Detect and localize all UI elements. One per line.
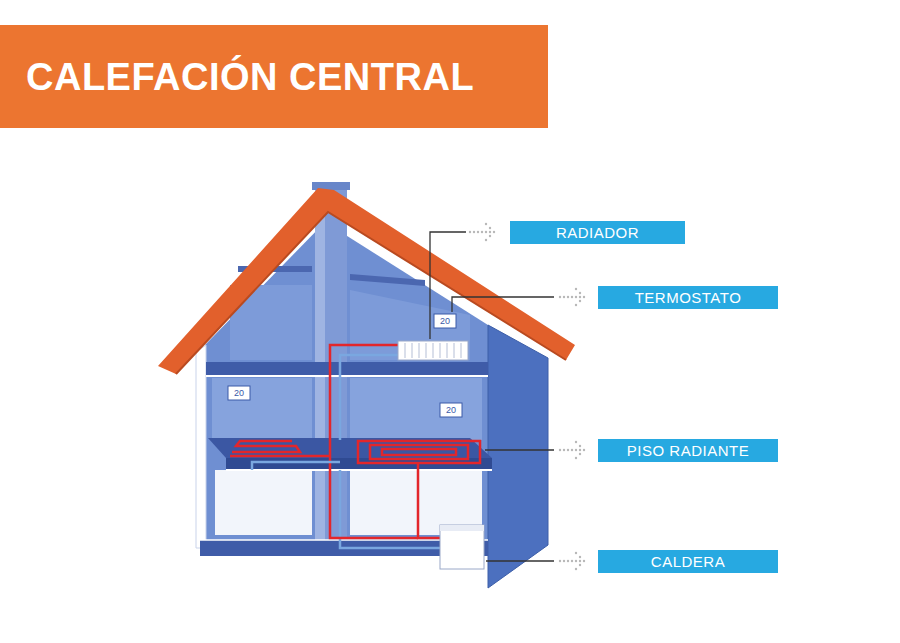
thermostat-reading: 20 (228, 386, 250, 400)
label-box: PISO RADIANTE (598, 439, 778, 462)
title: CALEFACIÓN CENTRAL (26, 55, 474, 98)
label-box: CALDERA (598, 550, 778, 573)
thermostat-reading: 20 (434, 314, 456, 328)
part-name: PISO RADIANTE (627, 442, 749, 459)
label-box: RADIADOR (510, 221, 685, 244)
title-banner: CALEFACIÓN CENTRAL (0, 25, 548, 128)
part-name: TERMOSTATO (635, 289, 742, 306)
part-name: RADIADOR (556, 224, 639, 241)
thermostat-reading: 20 (440, 403, 462, 417)
label-box: TERMOSTATO (598, 286, 778, 309)
part-name: CALDERA (651, 553, 725, 570)
